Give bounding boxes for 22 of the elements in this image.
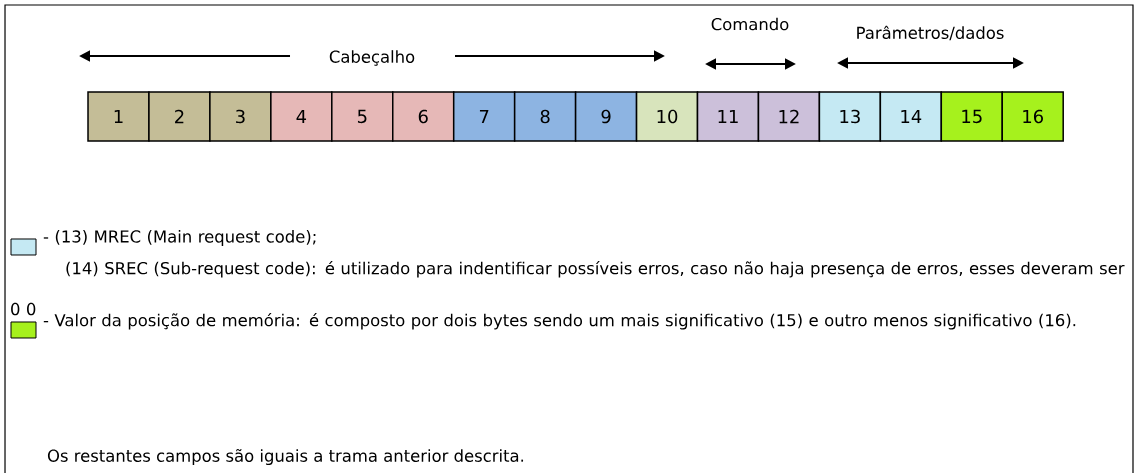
- byte-cell: 5: [331, 91, 394, 142]
- byte-cell: 16: [1001, 91, 1064, 142]
- legend-text: - (13) MREC (Main request code);: [43, 230, 316, 246]
- byte-cell: 9: [574, 91, 638, 142]
- span-label: Cabeçalho: [329, 50, 415, 66]
- span-label: Comando: [711, 17, 789, 31]
- byte-cell: 12: [757, 91, 821, 142]
- byte-cell: 6: [392, 91, 455, 142]
- span-label: Parâmetros/dados: [857, 25, 1004, 41]
- byte-cell: 4: [270, 91, 333, 142]
- byte-cell: 1: [87, 91, 150, 142]
- byte-cell: 11: [696, 91, 760, 142]
- byte-cell: 3: [209, 91, 272, 142]
- byte-cell: 15: [940, 91, 1003, 142]
- byte-cell: 8: [513, 91, 577, 142]
- note-text: Os restantes campos são iguais a trama anterior descrita.: [47, 448, 524, 466]
- byte-cell: 7: [452, 91, 516, 142]
- byte-cell: 2: [148, 91, 211, 142]
- byte-cell: 14: [879, 91, 943, 142]
- byte-cell: 10: [635, 91, 699, 142]
- byte-cell: 13: [818, 91, 882, 142]
- legend-text: - Valor da posição de memória: é composto por dois bytes sendo um mais significativo (15) e outro menos significativo (16).: [43, 313, 1076, 330]
